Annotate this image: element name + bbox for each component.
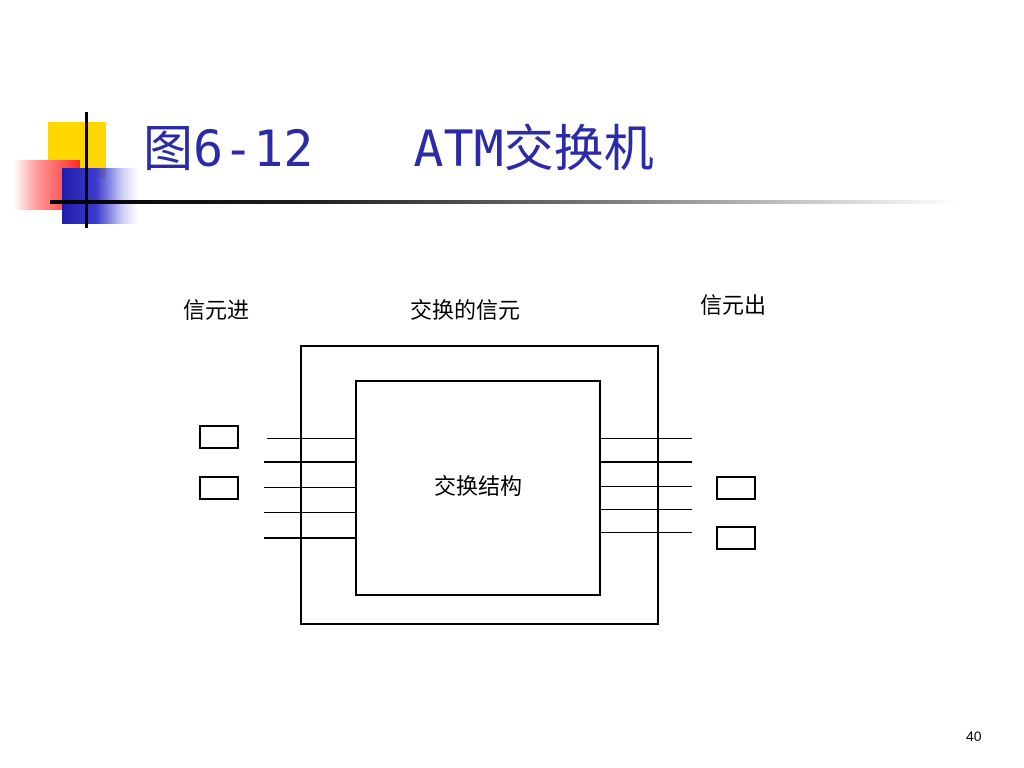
output-cell-1 [716, 476, 756, 500]
page-number: 40 [966, 728, 982, 744]
title-underline [50, 200, 960, 204]
output-line-4 [601, 509, 692, 510]
output-line-3 [601, 486, 692, 487]
label-cells-in: 信元进 [183, 299, 250, 324]
output-cell-2 [716, 526, 756, 550]
atm-switch-box [300, 345, 659, 625]
output-line-1 [601, 438, 692, 439]
output-line-2 [601, 461, 692, 463]
input-line-3 [264, 487, 356, 488]
input-line-4 [264, 512, 356, 513]
input-cell-1 [199, 425, 239, 449]
label-switched-cells: 交换的信元 [410, 299, 521, 324]
switch-fabric-label: 交换结构 [433, 475, 522, 500]
input-line-2 [264, 461, 356, 463]
decor-blue-square [62, 168, 138, 224]
decor-vertical-line [85, 112, 88, 228]
label-cells-out: 信元出 [700, 294, 767, 319]
switch-fabric-box: 交换结构 [355, 380, 601, 596]
input-cell-2 [199, 476, 239, 500]
slide-title: 图6-12 ATM交换机 [143, 120, 654, 178]
input-line-1 [267, 438, 356, 439]
output-line-5 [601, 532, 692, 533]
input-line-5 [264, 537, 356, 539]
